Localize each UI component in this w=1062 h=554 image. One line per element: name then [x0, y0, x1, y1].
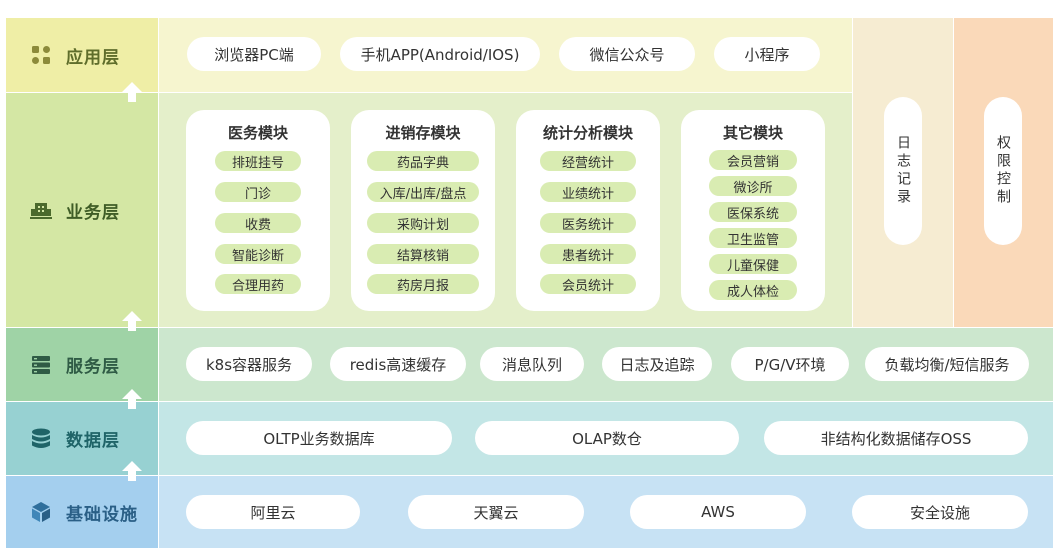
database-icon — [30, 428, 52, 450]
app-item-browser: 浏览器PC端 — [187, 37, 321, 71]
business-layer-label: 业务层 — [6, 93, 158, 327]
module-card-statistics: 统计分析模块 经营统计 业绩统计 医务统计 患者统计 会员统计 — [516, 110, 660, 311]
app-layer-title: 应用层 — [66, 47, 120, 68]
module-item: 微诊所 — [709, 176, 797, 196]
service-layer-label-bg — [6, 328, 158, 401]
infra-item-aliyun: 阿里云 — [186, 495, 360, 529]
module-title: 其它模块 — [722, 124, 783, 142]
module-item: 经营统计 — [540, 151, 636, 171]
auth-control-label: 权限控制 — [984, 97, 1022, 245]
service-item-redis: redis高速缓存 — [330, 347, 466, 381]
infra-item-tianyi: 天翼云 — [408, 495, 584, 529]
up-arrow-icon — [122, 461, 142, 481]
module-item: 入库/出库/盘点 — [367, 182, 479, 202]
module-card-medical: 医务模块 排班挂号 门诊 收费 智能诊断 合理用药 — [186, 110, 330, 311]
up-arrow-icon — [122, 311, 142, 331]
module-item: 智能诊断 — [215, 244, 301, 264]
infra-layer-label-bg — [6, 476, 158, 548]
server-icon — [30, 354, 52, 376]
module-item: 结算核销 — [367, 244, 479, 264]
service-item-mq: 消息队列 — [480, 347, 584, 381]
module-title: 统计分析模块 — [542, 124, 633, 142]
infra-item-security: 安全设施 — [852, 495, 1028, 529]
data-layer-label: 数据层 — [6, 402, 158, 475]
module-item: 收费 — [215, 213, 301, 233]
up-arrow-icon — [122, 389, 142, 409]
infra-layer-label: 基础设施 — [6, 476, 158, 548]
module-card-inventory: 进销存模块 药品字典 入库/出库/盘点 采购计划 结算核销 药房月报 — [351, 110, 495, 311]
data-layer-title: 数据层 — [66, 431, 120, 451]
module-item: 业绩统计 — [540, 182, 636, 202]
module-item: 医保系统 — [709, 202, 797, 222]
module-item: 会员营销 — [709, 150, 797, 170]
apps-grid-icon — [30, 44, 52, 66]
module-title: 进销存模块 — [385, 124, 461, 142]
log-record-label: 日志记录 — [884, 97, 922, 245]
service-item-k8s: k8s容器服务 — [186, 347, 312, 381]
module-item: 医务统计 — [540, 213, 636, 233]
service-item-lb-sms: 负载均衡/短信服务 — [865, 347, 1029, 381]
up-arrow-icon — [122, 82, 142, 102]
module-item: 患者统计 — [540, 244, 636, 264]
business-layer-title: 业务层 — [66, 202, 120, 223]
module-item: 会员统计 — [540, 274, 636, 294]
app-item-wechat: 微信公众号 — [559, 37, 695, 71]
app-layer-label-bg — [6, 18, 158, 92]
service-item-logging: 日志及追踪 — [602, 347, 712, 381]
module-item: 药房月报 — [367, 274, 479, 294]
service-layer-title: 服务层 — [66, 357, 120, 377]
app-item-miniprogram: 小程序 — [714, 37, 820, 71]
service-layer-label: 服务层 — [6, 328, 158, 401]
module-item: 卫生监管 — [709, 228, 797, 248]
module-item: 门诊 — [215, 182, 301, 202]
cube-icon — [30, 501, 52, 523]
module-item: 药品字典 — [367, 151, 479, 171]
infra-item-aws: AWS — [630, 495, 806, 529]
app-layer-label: 应用层 — [6, 18, 158, 92]
data-item-oss: 非结构化数据储存OSS — [764, 421, 1028, 455]
data-item-oltp: OLTP业务数据库 — [186, 421, 452, 455]
module-item: 采购计划 — [367, 213, 479, 233]
module-card-other: 其它模块 会员营销 微诊所 医保系统 卫生监管 儿童保健 成人体检 — [681, 110, 825, 311]
module-item: 成人体检 — [709, 280, 797, 300]
module-item: 排班挂号 — [215, 151, 301, 171]
module-item: 合理用药 — [215, 274, 301, 294]
infra-layer-title: 基础设施 — [66, 504, 138, 525]
data-item-olap: OLAP数仓 — [475, 421, 739, 455]
module-title: 医务模块 — [227, 124, 288, 142]
building-icon — [30, 199, 52, 221]
module-item: 儿童保健 — [709, 254, 797, 274]
app-item-mobile: 手机APP(Android/IOS) — [340, 37, 540, 71]
service-item-env: P/G/V环境 — [731, 347, 849, 381]
